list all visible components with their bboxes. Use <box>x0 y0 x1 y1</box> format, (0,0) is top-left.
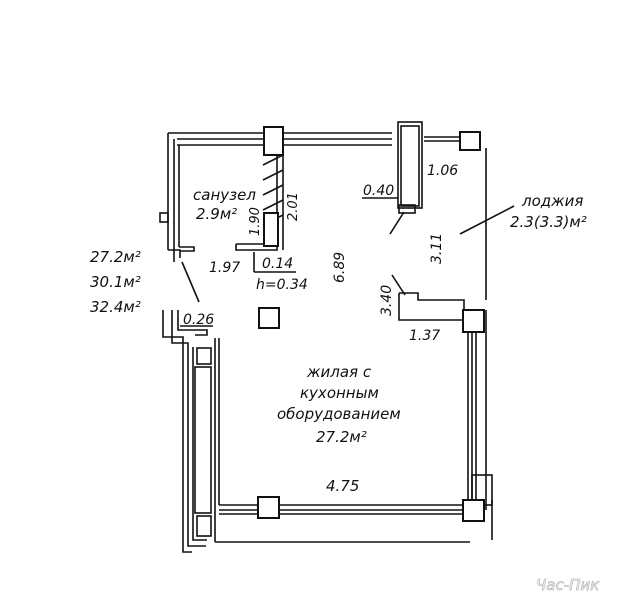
room-name-line3: оборудованием <box>277 405 401 423</box>
area-total: 30.1м² <box>90 273 141 291</box>
top-wall <box>168 132 462 146</box>
column-bottom <box>257 496 280 519</box>
right-window-wall <box>467 310 493 540</box>
bottom-wall <box>215 504 470 543</box>
dim-loggia-width: 1.06 <box>427 163 458 179</box>
dim-kitchen-wall: 3.40 <box>379 285 395 316</box>
dim-partition: 0.40 <box>363 183 394 199</box>
dim-bath-width: 1.90 <box>248 207 263 236</box>
left-wall-lower <box>162 310 220 553</box>
leader-2 <box>391 274 406 296</box>
room-name-line2: кухонным <box>300 384 379 402</box>
leader-4 <box>181 261 200 303</box>
column-center <box>258 307 280 329</box>
leader-1 <box>389 211 405 235</box>
column-bath <box>263 212 279 247</box>
column-top <box>263 126 284 156</box>
watermark: Час-Пик <box>536 576 599 594</box>
dim-partition-thickness: 0.14 <box>262 256 293 272</box>
dim-bath-length: 2.01 <box>286 192 301 221</box>
ceiling-height: h=0.34 <box>256 277 308 293</box>
column-top-right <box>459 131 481 151</box>
dim-loggia-length: 3.11 <box>429 233 445 264</box>
room-name-line1: жилая с <box>306 363 372 381</box>
loggia-partition-upper <box>397 121 423 214</box>
area-total-with-loggia: 32.4м² <box>90 298 141 316</box>
loggia-area: 2.3(3.3)м² <box>510 213 587 231</box>
dim-corridor: 1.97 <box>209 260 240 276</box>
area-living: 27.2м² <box>90 248 141 266</box>
leader-3 <box>459 205 515 235</box>
bathroom-area: 2.9м² <box>196 205 237 223</box>
dim-wall-offset: 0.26 <box>183 312 214 328</box>
dim-loggia-door: 1.37 <box>409 328 440 344</box>
column-bottom-right <box>462 499 485 522</box>
loggia-name: лоджия <box>521 192 583 210</box>
loggia-partition-lower <box>398 292 465 321</box>
room-area: 27.2м² <box>316 428 367 446</box>
left-wall-upper <box>159 133 195 262</box>
dim-room-width: 4.75 <box>326 477 359 495</box>
column-right <box>462 309 485 333</box>
dim-room-length: 6.89 <box>332 252 348 283</box>
bathroom-name: санузел <box>193 186 256 204</box>
